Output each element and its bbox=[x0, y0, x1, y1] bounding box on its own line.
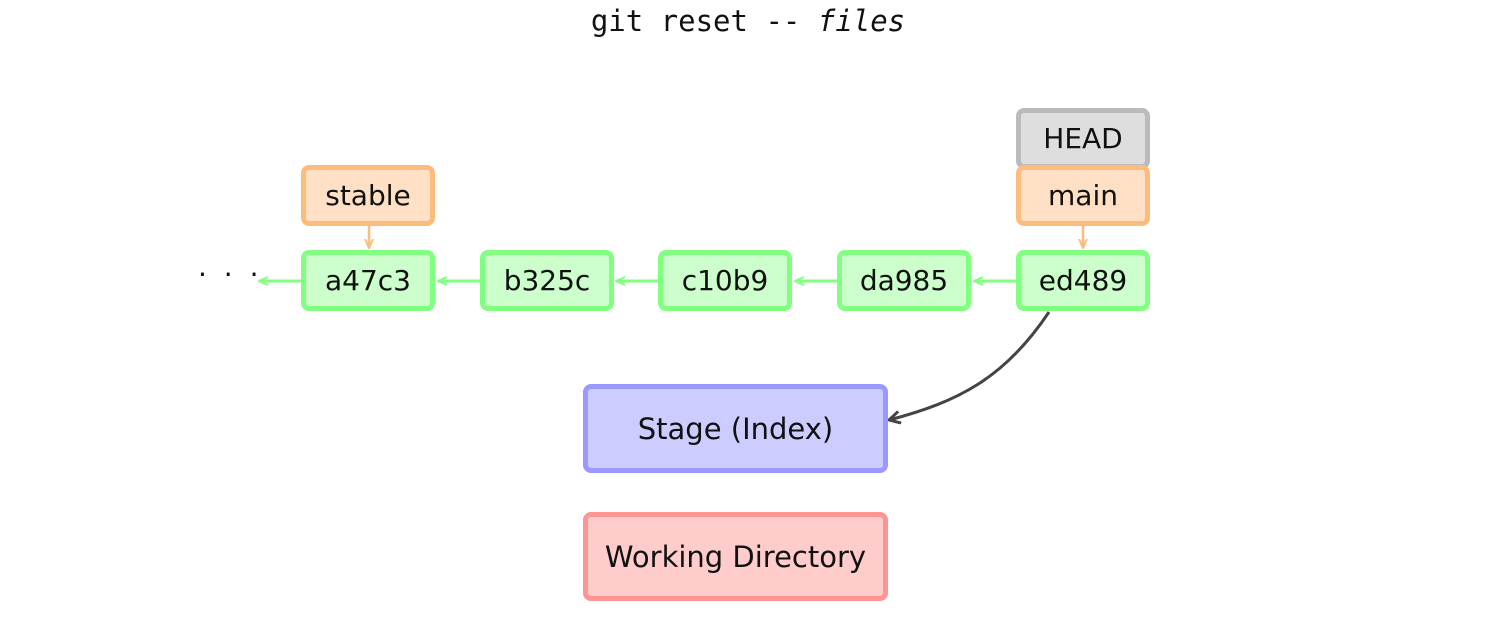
commit-c10b9: c10b9 bbox=[658, 250, 792, 311]
history-ellipsis: · · · bbox=[198, 258, 263, 291]
working-directory-area: Working Directory bbox=[583, 512, 888, 601]
commit-a47c3: a47c3 bbox=[301, 250, 435, 311]
title-argument: files bbox=[817, 4, 906, 38]
commit-b325c: b325c bbox=[480, 250, 614, 311]
stage-index-area: Stage (Index) bbox=[583, 384, 888, 473]
branch-stable: stable bbox=[301, 165, 435, 226]
reset-arrow bbox=[889, 311, 1051, 420]
title-command: git reset -- bbox=[590, 4, 818, 38]
commit-da985: da985 bbox=[837, 250, 971, 311]
head-pointer: HEAD bbox=[1016, 108, 1150, 169]
branch-main: main bbox=[1016, 165, 1150, 226]
commit-ed489: ed489 bbox=[1016, 250, 1150, 311]
diagram-title: git reset -- files bbox=[0, 4, 1496, 38]
